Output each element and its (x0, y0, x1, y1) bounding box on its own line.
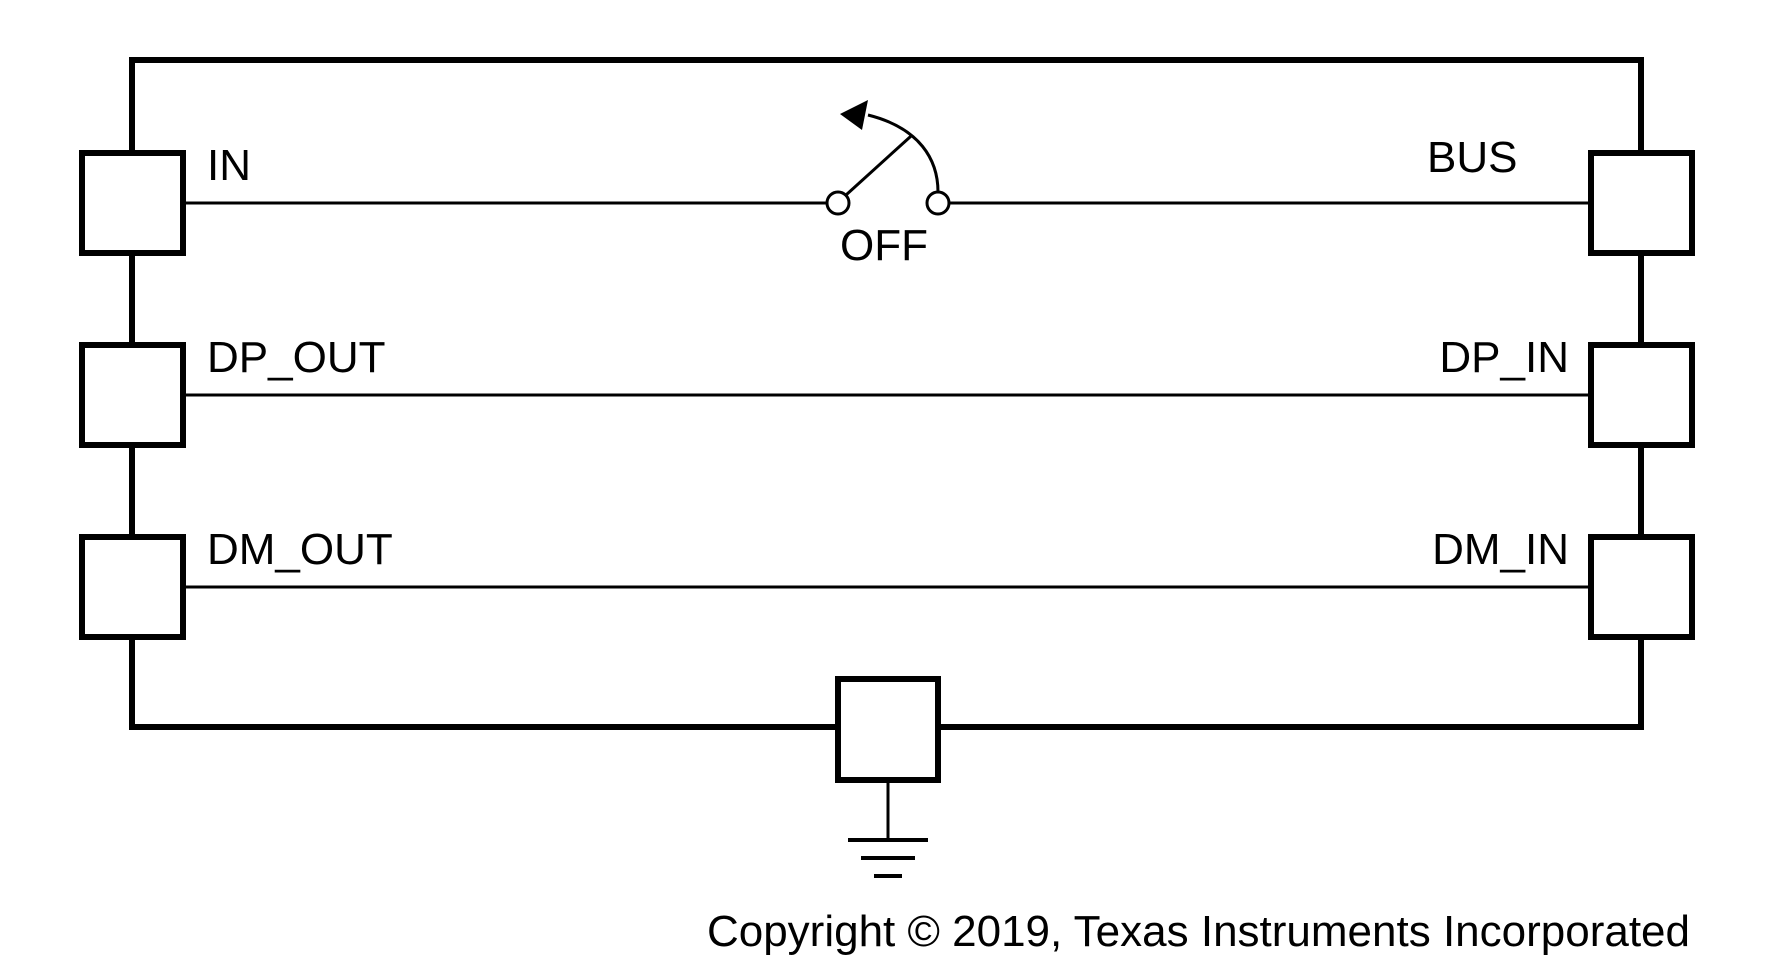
pin-dp-out (79, 342, 186, 448)
pin-dm-in (1588, 534, 1695, 640)
ground-icon (848, 778, 928, 878)
switch-contact-right (925, 190, 951, 216)
label-dp-out: DP_OUT (207, 333, 385, 382)
label-bus: BUS (1427, 133, 1517, 182)
switch-arrow-icon (840, 100, 868, 130)
pin-dm-out (79, 534, 186, 640)
label-dm-in: DM_IN (1432, 525, 1569, 574)
label-switch-state: OFF (840, 221, 928, 270)
copyright-notice: Copyright © 2019, Texas Instruments Inco… (707, 907, 1690, 956)
label-dm-out: DM_OUT (207, 525, 393, 574)
pin-bus (1588, 150, 1695, 256)
pin-gnd (835, 676, 941, 783)
switch-symbol (825, 100, 951, 216)
label-in: IN (207, 141, 251, 190)
pin-in (79, 150, 186, 256)
switch-blade (843, 134, 913, 198)
signal-lines (181, 201, 1592, 589)
pin-dp-in (1588, 342, 1695, 448)
label-dp-in: DP_IN (1439, 333, 1569, 382)
switch-arc (867, 113, 940, 193)
switch-contact-left (825, 190, 851, 216)
